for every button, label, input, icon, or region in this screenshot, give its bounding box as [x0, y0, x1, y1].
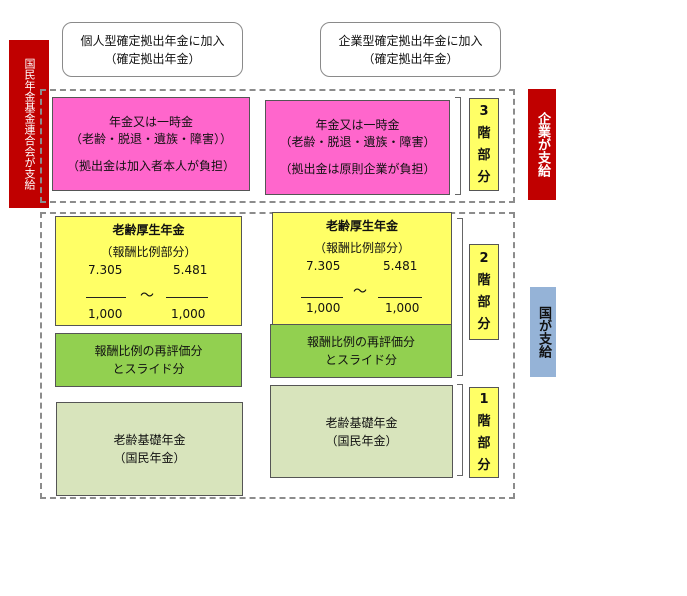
- tier3-individual-detail: （老齢・脱退・遺族・障害））: [69, 131, 232, 146]
- tier2-left-num2: 5.481: [173, 263, 208, 277]
- revaluation-individual-box: 報酬比例の再評価分 とスライド分: [55, 333, 242, 387]
- corporate-pays-label: 企業が支給: [528, 89, 556, 200]
- tier3-individual-note: （拠出金は加入者本人が負担）: [66, 158, 235, 173]
- tier2-left-tilde: ～: [140, 288, 154, 304]
- tier3-label-c1: 階: [477, 125, 491, 141]
- tier2-right-title: 老齢厚生年金: [325, 219, 398, 233]
- revaluation-right-line2: とスライド分: [324, 353, 397, 367]
- tier1-right-title: 老齢基礎年金: [325, 415, 398, 430]
- tier2-right-fraction-bar1: [301, 297, 343, 298]
- tier2-right-den1: 1,000: [306, 301, 341, 315]
- revaluation-corporate-box: 報酬比例の再評価分 とスライド分: [270, 324, 452, 378]
- tier2-left-subtitle: （報酬比例部分）: [100, 245, 197, 259]
- corporate-pays-text: 企業が支給: [535, 112, 550, 177]
- tier1-left-subtitle: （国民年金）: [113, 451, 186, 465]
- tier2-left-den1: 1,000: [88, 307, 123, 321]
- pension-fund-federation-label: 国民年金基金連合会が支給: [9, 40, 49, 208]
- tier1-right-subtitle: （国民年金）: [325, 433, 398, 448]
- state-pays-text: 国が支給: [536, 306, 551, 358]
- corporate-dc-line1: 企業型確定拠出年金に加入: [338, 33, 483, 48]
- tier3-label: 3 階 部 分: [469, 98, 499, 191]
- individual-dc-line2: （確定拠出年金）: [104, 51, 201, 66]
- tier2-left-den2: 1,000: [171, 307, 206, 321]
- revaluation-left-line1: 報酬比例の再評価分: [94, 344, 203, 358]
- tier2-bracket: [457, 218, 463, 376]
- tier2-label: 2 階 部 分: [469, 244, 499, 340]
- tier3-individual-title: 年金又は一時金: [108, 114, 193, 129]
- tier2-left-fraction-bar1: [86, 297, 126, 298]
- tier2-right-den2: 1,000: [385, 301, 420, 315]
- tier1-bracket: [457, 384, 463, 476]
- tier1-label-c1: 階: [477, 413, 491, 429]
- tier2-label-c1: 階: [477, 273, 491, 288]
- revaluation-left-line2: とスライド分: [112, 362, 185, 376]
- tier1-left-title: 老齢基礎年金: [113, 433, 186, 447]
- tier3-label-c2: 部: [477, 147, 491, 163]
- tier3-dashed-frame: [40, 89, 515, 203]
- tier2-left-title: 老齢厚生年金: [112, 223, 185, 237]
- tier3-label-c3: 分: [477, 169, 491, 185]
- tier3-corporate-detail: （老齢・脱退・遺族・障害）: [279, 135, 436, 149]
- pension-fund-federation-text: 国民年金基金連合会が支給: [23, 58, 36, 190]
- tier2-right-num1: 7.305: [306, 259, 341, 273]
- tier1-label-c3: 分: [477, 457, 491, 473]
- individual-dc-line1: 個人型確定拠出年金に加入: [80, 33, 225, 48]
- revaluation-right-line1: 報酬比例の再評価分: [306, 335, 415, 349]
- tier3-corporate-box: 年金又は一時金 （老齢・脱退・遺族・障害） （拠出金は原則企業が負担）: [265, 100, 450, 195]
- individual-dc-label: 個人型確定拠出年金に加入 （確定拠出年金）: [62, 22, 243, 77]
- tier1-label-c2: 部: [477, 435, 491, 451]
- tier3-label-num: 3: [479, 103, 489, 119]
- tier1-label-num: 1: [479, 391, 489, 407]
- tier3-corporate-title: 年金又は一時金: [315, 118, 400, 132]
- tier2-right-fraction-bar2: [378, 297, 422, 298]
- tier2-label-num: 2: [479, 251, 489, 266]
- tier3-individual-box: 年金又は一時金 （老齢・脱退・遺族・障害）） （拠出金は加入者本人が負担）: [52, 97, 250, 191]
- tier2-individual-employee-pension: 老齢厚生年金 （報酬比例部分） 7.305 5.481 ～ 1,000 1,00…: [55, 216, 242, 326]
- tier2-right-tilde: ～: [353, 284, 367, 300]
- corporate-dc-line2: （確定拠出年金）: [362, 51, 459, 66]
- tier3-corporate-note: （拠出金は原則企業が負担）: [279, 162, 436, 176]
- tier3-bracket: [455, 97, 461, 195]
- tier1-corporate-basic-pension: 老齢基礎年金 （国民年金）: [270, 385, 453, 478]
- tier2-label-c2: 部: [477, 295, 491, 310]
- tier2-left-num1: 7.305: [88, 263, 123, 277]
- tier2-left-fraction-bar2: [166, 297, 208, 298]
- tier2-right-subtitle: （報酬比例部分）: [313, 241, 410, 255]
- state-pays-label: 国が支給: [530, 287, 556, 377]
- tier1-individual-basic-pension: 老齢基礎年金 （国民年金）: [56, 402, 243, 496]
- tier2-right-num2: 5.481: [383, 259, 418, 273]
- tier2-corporate-employee-pension: 老齢厚生年金 （報酬比例部分） 7.305 5.481 ～ 1,000 1,00…: [272, 212, 452, 325]
- tier2-label-c3: 分: [477, 317, 491, 332]
- tier1-label: 1 階 部 分: [469, 387, 499, 478]
- corporate-dc-label: 企業型確定拠出年金に加入 （確定拠出年金）: [320, 22, 501, 77]
